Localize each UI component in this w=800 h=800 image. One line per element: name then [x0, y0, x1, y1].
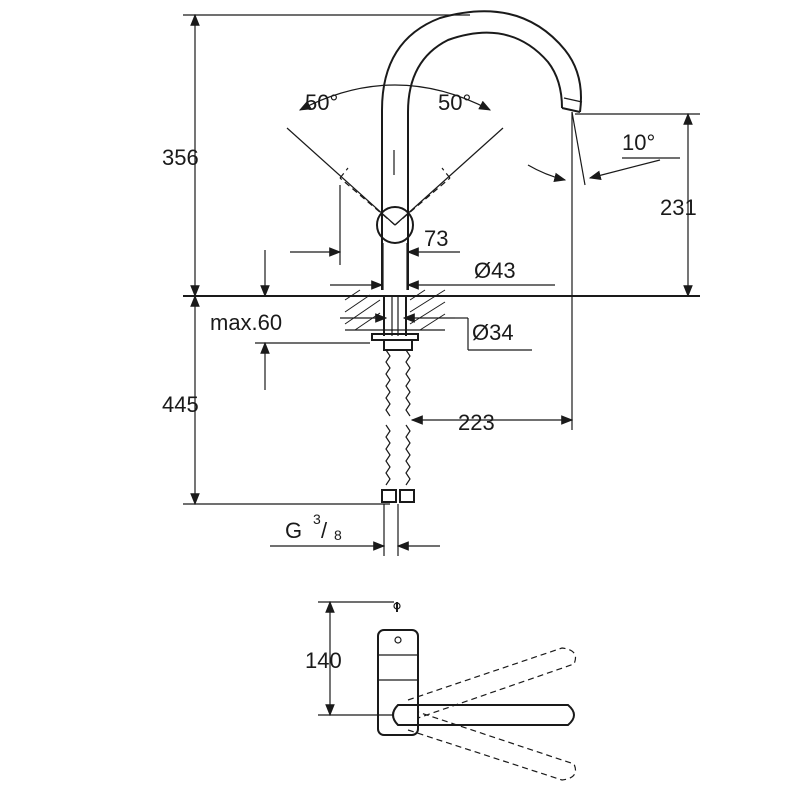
dim-handle-offset: 73	[424, 226, 448, 251]
dim-below-deck: 445	[162, 392, 199, 417]
dim-lever-angle-left: 50°	[305, 90, 338, 115]
dim-thread-slash: /	[321, 518, 328, 543]
dim-top-depth: 140	[305, 648, 342, 673]
dim-thread-denominator: 8	[334, 527, 342, 543]
deck-section-hatch	[344, 289, 446, 331]
mounting-hoses	[371, 296, 419, 503]
dim-hole-diameter: Ø34	[472, 320, 514, 345]
dim-base-diameter: Ø43	[474, 258, 516, 283]
top-view: 140	[305, 600, 577, 781]
dim-total-height: 356	[162, 145, 199, 170]
dim-thread-numerator: 3	[313, 511, 321, 527]
dim-reach: 223	[458, 410, 495, 435]
dim-spout-angle: 10°	[622, 130, 655, 155]
side-elevation-view: 356 445 231 10° 50° 50° 73 Ø43 max.60	[162, 10, 700, 556]
dim-thread-label: G	[285, 518, 302, 543]
spout	[381, 10, 583, 290]
dim-spout-height: 231	[660, 195, 697, 220]
dim-lever-angle-right: 50°	[438, 90, 471, 115]
dim-max-deck: max.60	[210, 310, 282, 335]
